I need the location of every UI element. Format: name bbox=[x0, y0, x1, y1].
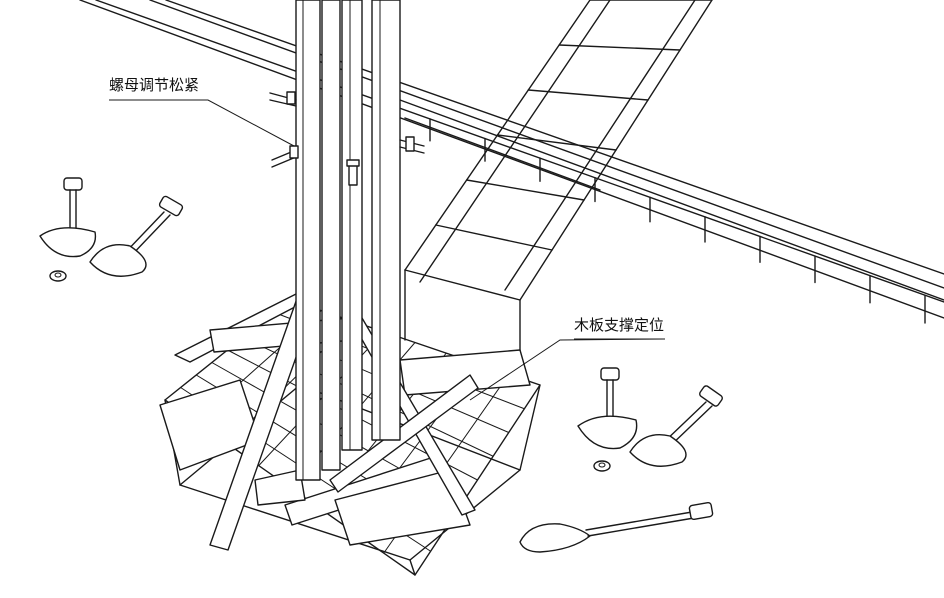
rebar-tie bbox=[496, 134, 617, 151]
rebar-tie bbox=[465, 179, 585, 201]
shovel-icon bbox=[629, 385, 723, 467]
diagonal-rebar-cage bbox=[404, 0, 713, 361]
leader-lines bbox=[109, 99, 666, 401]
rebar-tie bbox=[435, 224, 553, 251]
shovel-icon bbox=[89, 195, 184, 277]
rebar-tie bbox=[404, 269, 521, 301]
wood-support-annotation: 木板支撑定位 bbox=[574, 316, 665, 334]
rebar-tie bbox=[527, 89, 649, 101]
horizontal-rebar-cage bbox=[79, 0, 944, 324]
nut-icon bbox=[593, 460, 611, 472]
shovel-icon bbox=[519, 501, 714, 553]
adjusting-nut bbox=[269, 91, 425, 186]
shovel-icon bbox=[39, 177, 97, 258]
nut-adjust-annotation: 螺母调节松紧 bbox=[109, 76, 200, 94]
rebar-tie bbox=[558, 44, 681, 51]
nut-icon bbox=[49, 270, 67, 282]
vertical-columns bbox=[295, 0, 401, 481]
shovel-icon bbox=[577, 367, 638, 450]
wooden-boards bbox=[159, 289, 531, 551]
